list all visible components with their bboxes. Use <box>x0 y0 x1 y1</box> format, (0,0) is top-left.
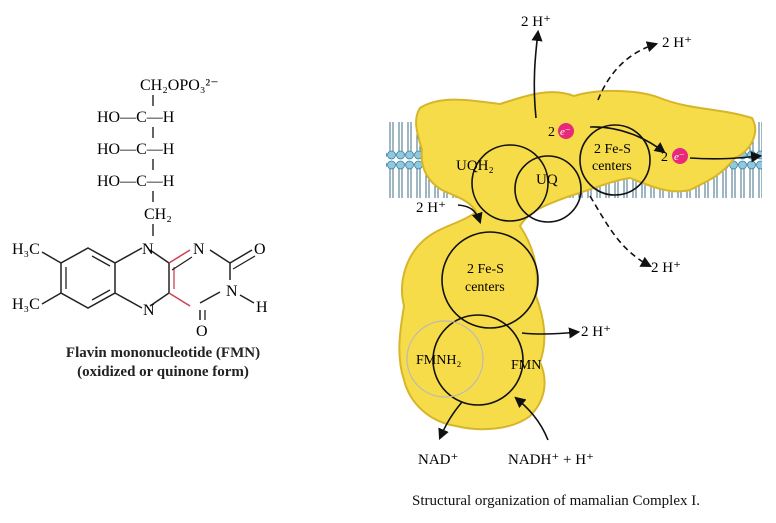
fmn-o2: O <box>254 241 266 258</box>
proton-lower: 2 H⁺ <box>581 324 611 340</box>
fmn-n10: N <box>142 241 154 258</box>
fmnh2-label: FMNH₂ <box>416 353 461 368</box>
fmn-title-block: Flavin mononucleotide (FMN) (oxidized or… <box>18 344 308 382</box>
fmn-o4: O <box>196 323 208 340</box>
fmn-title: Flavin mononucleotide (FMN) <box>65 345 261 361</box>
fmn-n5: N <box>143 302 155 319</box>
proton-top-right: 2 H⁺ <box>662 35 692 51</box>
figure-caption: Structural organization of mamalian Comp… <box>412 493 700 509</box>
fmn-me7: H₃C <box>12 241 40 258</box>
fmn-structure: CH₂OPO₃²⁻ HO—C—H HO—C—H HO—C—H CH₂ N N N… <box>12 77 268 340</box>
fmn-ch2: CH₂ <box>144 206 172 223</box>
fmn-phosphate: CH₂OPO₃²⁻ <box>140 77 219 94</box>
proton-left: 2 H⁺ <box>416 200 446 216</box>
fes-upper-line1: 2 Fe-S <box>594 142 631 157</box>
fmn-me8: H₃C <box>12 296 40 313</box>
electron-symbol-1: e⁻ <box>560 126 571 138</box>
complex-i-diagram: e⁻ e⁻ 2 2 2 H⁺ 2 H⁺ 2 H⁺ 2 H⁺ 2 H⁺ UQH₂ … <box>386 14 763 468</box>
uq-label: UQ <box>536 172 558 188</box>
fes-lower-line2: centers <box>465 280 505 295</box>
fmn-label: FMN <box>511 358 541 373</box>
nad-label: NAD⁺ <box>418 452 458 468</box>
fmn-subtitle: (oxidized or quinone form) <box>77 364 249 380</box>
proton-right: 2 H⁺ <box>651 260 681 276</box>
electron-count-1: 2 <box>548 125 555 140</box>
fmn-ho-3: HO—C—H <box>97 173 175 190</box>
complex-i-protein <box>398 89 757 431</box>
proton-top: 2 H⁺ <box>521 14 551 30</box>
uqh2-label: UQH₂ <box>456 158 494 174</box>
electron-symbol-2: e⁻ <box>674 151 685 163</box>
fes-upper-line2: centers <box>592 159 632 174</box>
fmn-n1: N <box>193 241 205 258</box>
fmn-ho-1: HO—C—H <box>97 109 175 126</box>
fmn-ho-2: HO—C—H <box>97 141 175 158</box>
fmn-n3: N <box>226 283 238 300</box>
electron-marker-2 <box>672 148 688 164</box>
fes-lower-line1: 2 Fe-S <box>467 262 504 277</box>
electron-marker-1 <box>558 123 574 139</box>
fmn-h3: H <box>256 299 268 316</box>
electron-count-2: 2 <box>661 150 668 165</box>
nadh-label: NADH⁺ + H⁺ <box>508 452 594 468</box>
